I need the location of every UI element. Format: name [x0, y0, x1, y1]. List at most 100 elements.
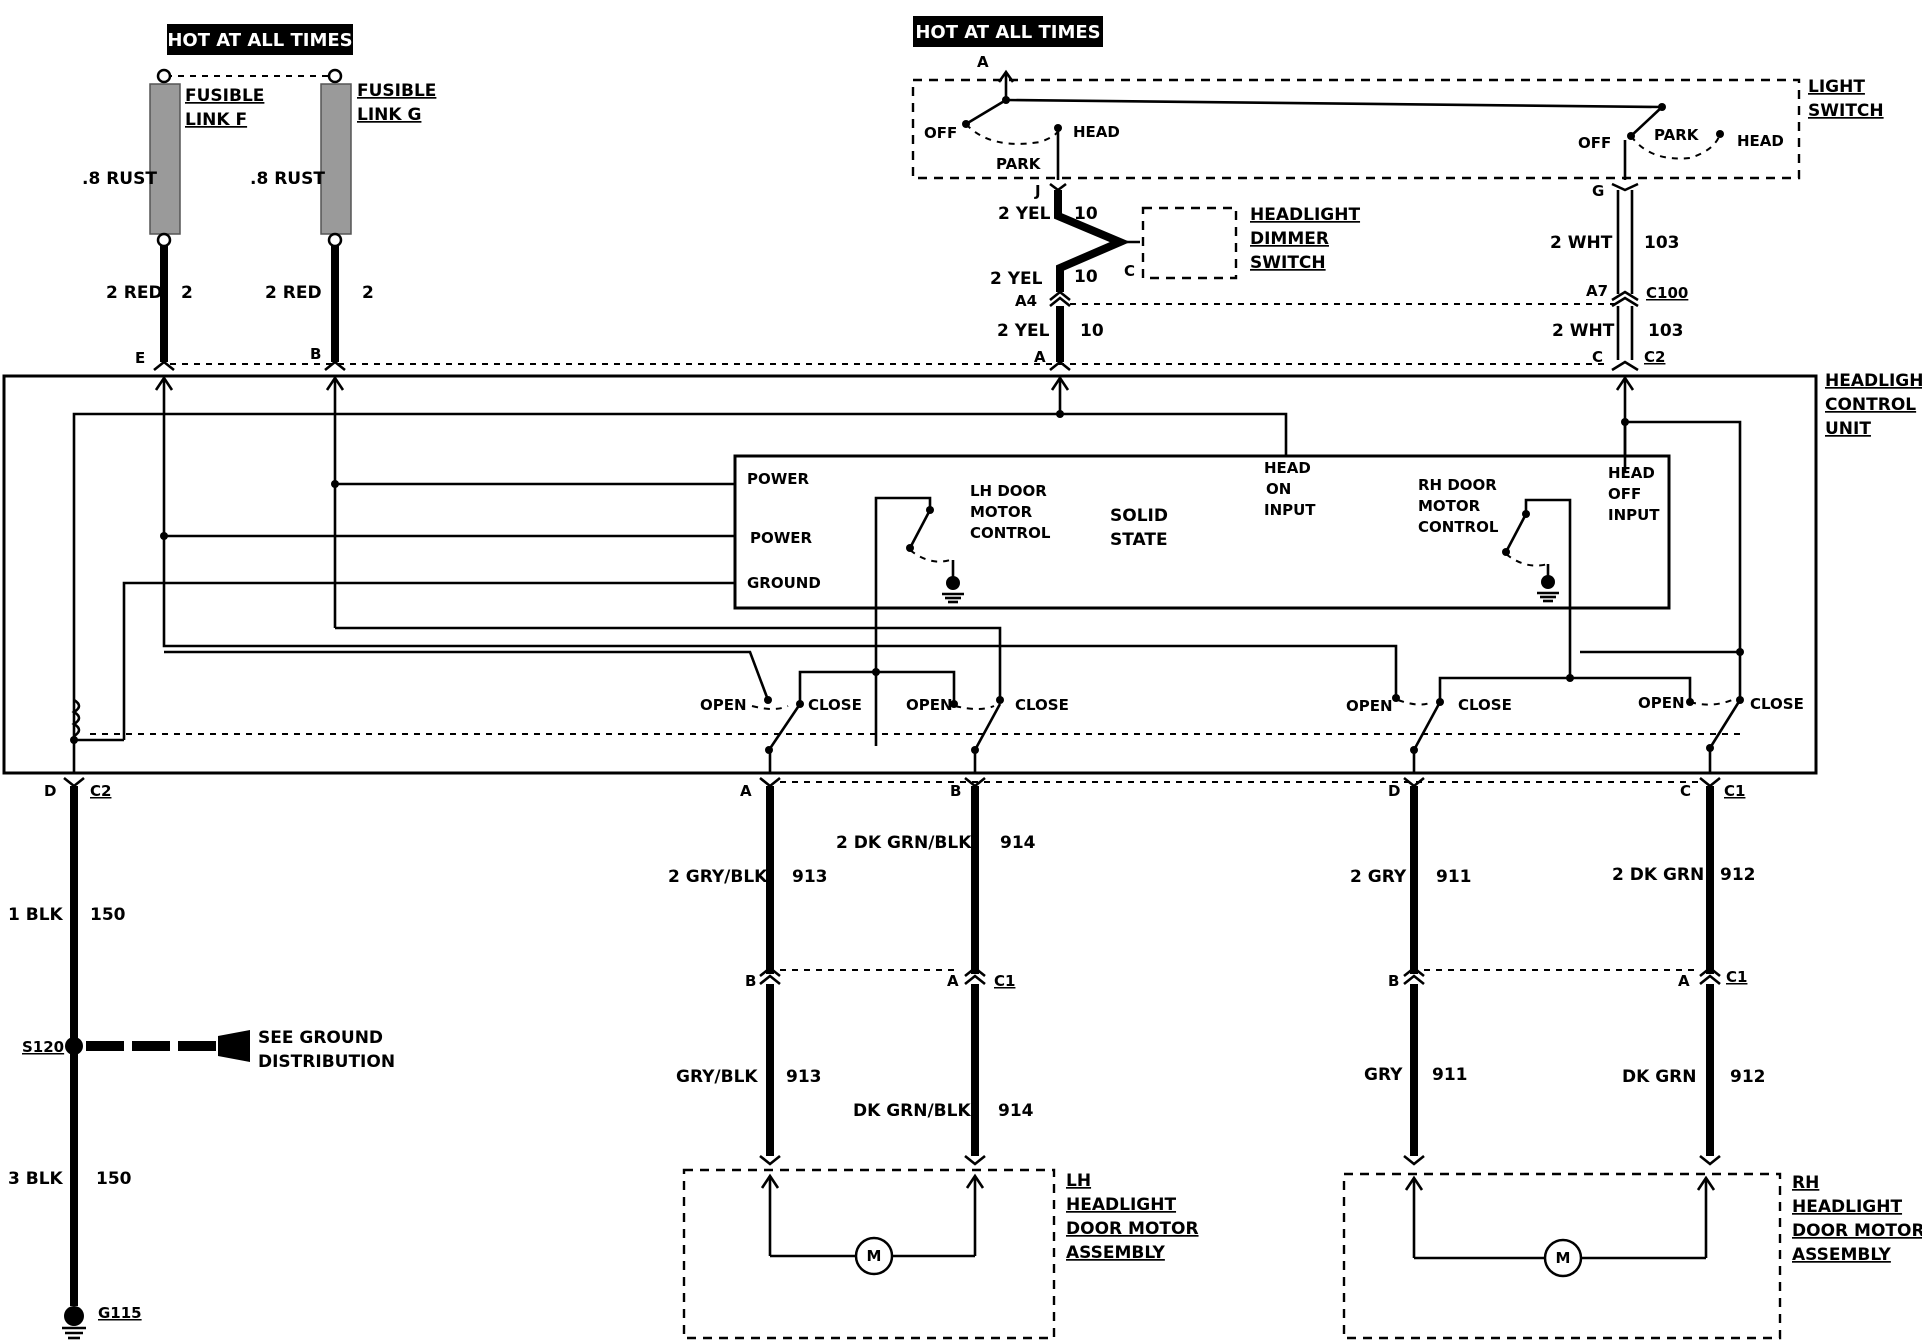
ground-splice: S120	[22, 1038, 64, 1056]
head-on-input-2: ON	[1266, 480, 1291, 498]
fusible-link-f-wire-bottom: 2 RED	[106, 283, 163, 303]
rh-pin-c: C	[1680, 782, 1691, 800]
rh-conn-c1-mid: C1	[1726, 968, 1747, 986]
rh-911-open: OPEN	[1346, 697, 1393, 715]
light-switch-left-head: HEAD	[1073, 123, 1120, 141]
lh-conn-c1: C1	[994, 972, 1015, 990]
feed-circuit-1: 103	[1644, 233, 1680, 253]
lh-assembly-3: DOOR MOTOR	[1066, 1219, 1199, 1239]
banner-right-text: HOT AT ALL TIMES	[915, 22, 1100, 43]
rh-911-circuit-top: 911	[1436, 867, 1472, 887]
light-switch-right-park: PARK	[1654, 126, 1700, 144]
lh-pin-a2: A	[947, 972, 959, 990]
lh-914-circuit-top: 914	[1000, 833, 1036, 853]
feed-conn-c100: C100	[1646, 284, 1688, 302]
lh-913-open: OPEN	[700, 696, 747, 714]
dimmer-pin-c: C	[1124, 262, 1135, 280]
dimmer-pin-a4: A4	[1015, 292, 1037, 310]
fusible-link-g-label-2: LINK G	[357, 105, 421, 125]
feed-wire-1: 2 WHT	[1550, 233, 1613, 253]
hot-at-all-times-banner-right: HOT AT ALL TIMES	[913, 16, 1103, 47]
lh-door-motor-circuits: A B 2 GRY/BLK 913 2 DK GRN/BLK 914 B A C…	[668, 776, 1199, 1340]
fusible-link-f-circuit: 2	[181, 283, 193, 303]
fusible-link-f-wire-top: .8 RUST	[82, 169, 157, 189]
rh-912-wire-top: 2 DK GRN	[1612, 865, 1704, 885]
ground-pin-d: D	[44, 782, 56, 800]
control-unit-title-1: HEADLIGHT	[1825, 371, 1922, 391]
rh-assembly-4: ASSEMBLY	[1792, 1245, 1892, 1265]
rh-motor-icon	[1543, 1238, 1583, 1278]
head-off-input-3: INPUT	[1608, 506, 1660, 524]
lh-pin-b: B	[950, 782, 961, 800]
module-power-2: POWER	[750, 529, 813, 547]
rh-pin-a: A	[1678, 972, 1690, 990]
light-switch-title-1: LIGHT	[1808, 77, 1865, 97]
feed-wire-2: 2 WHT	[1552, 321, 1615, 341]
rh-911-circuit-bottom: 911	[1432, 1065, 1468, 1085]
dimmer-pin-j: J	[1034, 182, 1041, 200]
hot-at-all-times-banner-left: HOT AT ALL TIMES	[167, 24, 353, 55]
ground-wire-2: 3 BLK	[8, 1169, 64, 1189]
solid-state-2: STATE	[1110, 530, 1168, 550]
rh-912-wire-bottom: DK GRN	[1622, 1067, 1696, 1087]
lh-914-circuit-bottom: 914	[998, 1101, 1034, 1121]
light-switch-left-park: PARK	[996, 155, 1042, 173]
headlight-dimmer-circuit: J 2 YEL 10 C HEADLIGHT DIMMER SWITCH 2 Y…	[990, 182, 1620, 366]
rh-motor-label: M	[1556, 1249, 1571, 1267]
see-ground-1: SEE GROUND	[258, 1028, 383, 1048]
rh-door-motor-circuits: D C C1 2 GRY 911 2 DK GRN 912 B A C1 GRY…	[1342, 776, 1922, 1340]
head-off-input-1: HEAD	[1608, 464, 1655, 482]
rh-911-wire-bottom: GRY	[1364, 1065, 1403, 1085]
see-ground-2: DISTRIBUTION	[258, 1052, 395, 1072]
head-on-input-1: HEAD	[1264, 459, 1311, 477]
fusible-link-f-label-2: LINK F	[185, 110, 247, 130]
ground-g115: G115	[98, 1304, 142, 1322]
lh-motor-control-3: CONTROL	[970, 524, 1051, 542]
lh-913-wire-top: 2 GRY/BLK	[668, 867, 768, 887]
rh-912-open: OPEN	[1638, 694, 1685, 712]
rh-pin-b: B	[1388, 972, 1399, 990]
fusible-link-f-pin: E	[135, 349, 145, 367]
lh-914-wire-bottom: DK GRN/BLK	[853, 1101, 971, 1121]
lh-motor-icon	[854, 1236, 894, 1276]
dimmer-title-1: HEADLIGHT	[1250, 205, 1360, 225]
rh-912-circuit-bottom: 912	[1730, 1067, 1766, 1087]
control-unit-title-3: UNIT	[1825, 419, 1871, 439]
lh-pin-b2: B	[745, 972, 756, 990]
light-switch-right-off: OFF	[1578, 134, 1611, 152]
fusible-link-g-wire-top: .8 RUST	[250, 169, 325, 189]
banner-left-text: HOT AT ALL TIMES	[167, 30, 352, 51]
head-off-input-2: OFF	[1608, 485, 1641, 503]
light-switch-pin-a: A	[977, 53, 989, 71]
fusible-link-f-label-1: FUSIBLE	[185, 86, 264, 106]
feed-pin-a7: A7	[1586, 282, 1608, 300]
ground-circuit-2: 150	[96, 1169, 132, 1189]
fusible-link-g: FUSIBLE LINK G .8 RUST 2 RED 2 B	[250, 68, 436, 363]
lh-913-circuit-top: 913	[792, 867, 828, 887]
dimmer-pin-a: A	[1034, 348, 1046, 366]
fusible-link-g-pin: B	[310, 345, 321, 363]
dimmer-wire-2: 2 YEL	[990, 269, 1043, 289]
lh-913-close: CLOSE	[808, 696, 862, 714]
fusible-link-f: FUSIBLE LINK F .8 RUST 2 RED 2 E	[82, 68, 334, 367]
dimmer-circuit-2: 10	[1074, 267, 1098, 287]
module-power-1: POWER	[747, 470, 810, 488]
feed-pin-g: G	[1592, 182, 1604, 200]
ground-conn-c2: C2	[90, 782, 111, 800]
light-switch-title-2: SWITCH	[1808, 101, 1884, 121]
lh-914-wire-top: 2 DK GRN/BLK	[836, 833, 972, 853]
connector-arrows-top	[153, 360, 1639, 372]
headlight-control-unit: HEADLIGHT CONTROL UNIT POWER POWER GROUN…	[2, 371, 1922, 775]
rh-assembly-2: HEADLIGHT	[1792, 1197, 1902, 1217]
lh-914-close: CLOSE	[1015, 696, 1069, 714]
module-ground: GROUND	[747, 574, 821, 592]
dimmer-title-3: SWITCH	[1250, 253, 1326, 273]
rh-912-close: CLOSE	[1750, 695, 1804, 713]
ground-wire-1: 1 BLK	[8, 905, 64, 925]
fusible-link-g-wire-bottom: 2 RED	[265, 283, 322, 303]
ground-circuit: D C2 1 BLK 150 S120 SEE GROUND DISTRIBUT…	[8, 776, 395, 1340]
dimmer-wire-3: 2 YEL	[997, 321, 1050, 341]
rh-conn-c1-top: C1	[1724, 782, 1745, 800]
light-switch-right-head: HEAD	[1737, 132, 1784, 150]
